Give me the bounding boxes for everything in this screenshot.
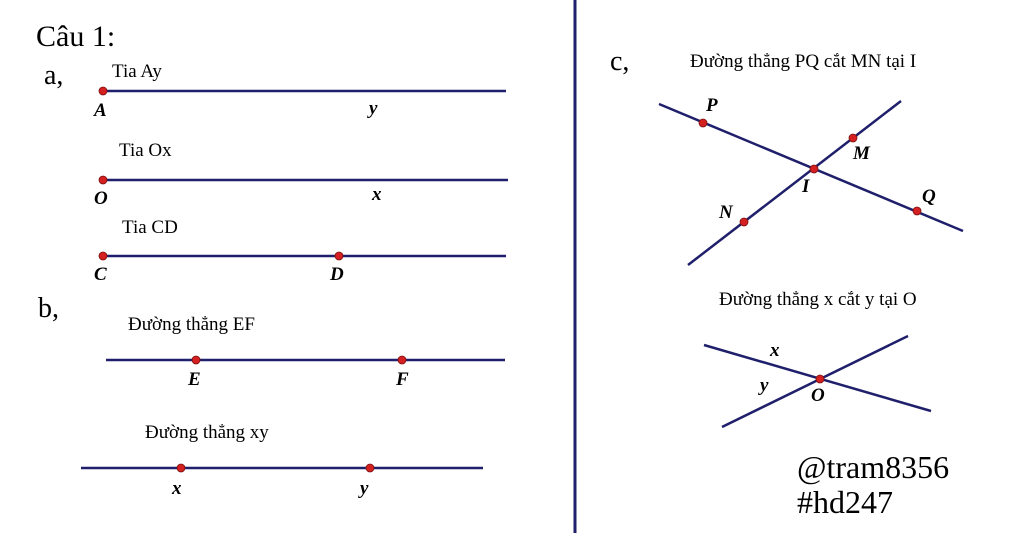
watermark-tag: #hd247 — [797, 484, 893, 520]
point-o-ray — [98, 175, 108, 185]
caption-ray-ox: Tia Ox — [119, 140, 172, 161]
caption-x-y: Đường thẳng x cắt y tại O — [719, 289, 917, 310]
point-i — [809, 164, 819, 174]
point-a — [98, 86, 108, 96]
label-o-ray: O — [94, 188, 108, 209]
label-y-line: y — [358, 478, 369, 499]
point-o-intersect — [815, 374, 825, 384]
part-c-label: c, — [610, 46, 629, 77]
point-p — [698, 118, 708, 128]
intersect-x-y: Đường thẳng x cắt y tại O x y O — [703, 289, 932, 429]
label-c: C — [94, 264, 107, 285]
point-c — [98, 251, 108, 261]
line-mn — [687, 100, 902, 266]
label-n: N — [718, 202, 734, 223]
caption-pq-mn: Đường thẳng PQ cắt MN tại I — [690, 51, 916, 72]
caption-line-xy: Đường thẳng xy — [145, 422, 269, 443]
label-a: A — [93, 100, 107, 121]
part-b-label: b, — [38, 293, 59, 324]
label-i: I — [801, 176, 810, 197]
point-y-line — [365, 463, 375, 473]
label-d: D — [329, 264, 344, 285]
watermark-user: @tram8356 — [797, 449, 949, 485]
line-ef: Đường thẳng EF E F — [106, 314, 505, 390]
ray-ay: Tia Ay A y — [93, 61, 506, 121]
label-q: Q — [922, 186, 936, 207]
part-a-label: a, — [44, 60, 63, 91]
point-x-line — [176, 463, 186, 473]
ray-ox: Tia Ox O x — [94, 140, 508, 209]
point-d — [334, 251, 344, 261]
label-m: M — [852, 143, 871, 164]
question-title: Câu 1: — [36, 20, 115, 53]
label-o-intersect: O — [811, 385, 825, 406]
label-e: E — [187, 369, 201, 390]
label-x-ray: x — [371, 184, 382, 205]
point-n — [739, 217, 749, 227]
label-x-intersect: x — [769, 340, 780, 361]
intersect-pq-mn: Đường thẳng PQ cắt MN tại I P M I N Q — [658, 51, 964, 266]
label-x-line: x — [171, 478, 182, 499]
label-y-ray: y — [367, 98, 378, 119]
point-q — [912, 206, 922, 216]
point-m — [848, 133, 858, 143]
caption-line-ef: Đường thẳng EF — [128, 314, 255, 335]
label-f: F — [395, 369, 409, 390]
point-e — [191, 355, 201, 365]
label-p: P — [705, 95, 718, 116]
caption-ray-cd: Tia CD — [122, 217, 178, 238]
ray-cd: Tia CD C D — [94, 217, 506, 285]
point-f — [397, 355, 407, 365]
line-xy: Đường thẳng xy x y — [81, 422, 483, 499]
label-y-intersect: y — [758, 375, 769, 396]
caption-ray-ay: Tia Ay — [112, 61, 162, 82]
line-y — [721, 334, 909, 429]
